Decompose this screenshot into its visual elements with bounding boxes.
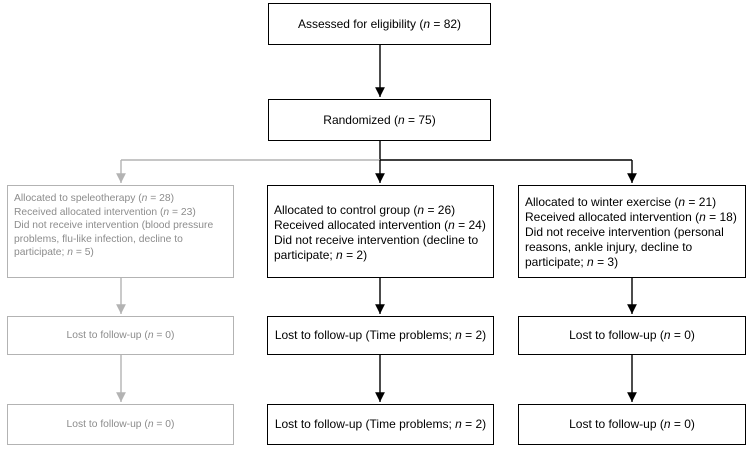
alloc-line: Allocated to winter exercise (n = 21) xyxy=(525,195,717,209)
alloc-line: Received allocated intervention (n = 24) xyxy=(274,218,486,232)
randomized-box: Randomized (n = 75) xyxy=(268,99,491,141)
speleotherapy-lost-followup-1: Lost to follow-up (n = 0) xyxy=(7,316,234,355)
alloc-line: Did not receive intervention (personal xyxy=(525,225,724,239)
alloc-line: Did not receive intervention (decline to xyxy=(274,233,479,247)
lost-followup-text: Lost to follow-up (n = 0) xyxy=(569,328,695,342)
alloc-line: problems, flu-like infection, decline to xyxy=(14,233,183,245)
alloc-line: participate; n = 2) xyxy=(274,248,368,262)
eligibility-box: Assessed for eligibility (n = 82) xyxy=(268,3,491,45)
lost-followup-text: Lost to follow-up (n = 0) xyxy=(66,418,175,430)
control-allocation-box: Allocated to control group (n = 26) Rece… xyxy=(267,185,494,278)
alloc-line: Allocated to control group (n = 26) xyxy=(274,203,456,217)
winter-exercise-lost-followup-1: Lost to follow-up (n = 0) xyxy=(518,316,746,355)
eligibility-text: Assessed for eligibility (n = 82) xyxy=(297,16,462,31)
alloc-line: participate; n = 3) xyxy=(525,255,619,269)
winter-exercise-lost-followup-2: Lost to follow-up (n = 0) xyxy=(518,404,746,445)
speleotherapy-allocation-box: Allocated to speleotherapy (n = 28) Rece… xyxy=(7,185,234,278)
lost-followup-text: Lost to follow-up (n = 0) xyxy=(569,417,695,431)
control-lost-followup-1: Lost to follow-up (Time problems; n = 2) xyxy=(267,316,494,355)
lost-followup-text: Lost to follow-up (n = 0) xyxy=(66,329,175,341)
lost-followup-text: Lost to follow-up (Time problems; n = 2) xyxy=(274,328,487,342)
speleotherapy-lost-followup-2: Lost to follow-up (n = 0) xyxy=(7,404,234,445)
alloc-line: participate; n = 5) xyxy=(14,247,94,258)
alloc-line: Did not receive intervention (blood pres… xyxy=(14,220,214,231)
alloc-line: reasons, ankle injury, decline to xyxy=(525,240,693,254)
alloc-line: Received allocated intervention (n = 23) xyxy=(14,206,196,218)
lost-followup-text: Lost to follow-up (Time problems; n = 2) xyxy=(274,417,487,431)
winter-exercise-allocation-box: Allocated to winter exercise (n = 21) Re… xyxy=(518,185,746,278)
alloc-line: Received allocated intervention (n = 18) xyxy=(525,210,737,224)
randomized-text: Randomized (n = 75) xyxy=(323,112,436,127)
control-lost-followup-2: Lost to follow-up (Time problems; n = 2) xyxy=(267,404,494,445)
alloc-line: Allocated to speleotherapy (n = 28) xyxy=(14,193,175,204)
